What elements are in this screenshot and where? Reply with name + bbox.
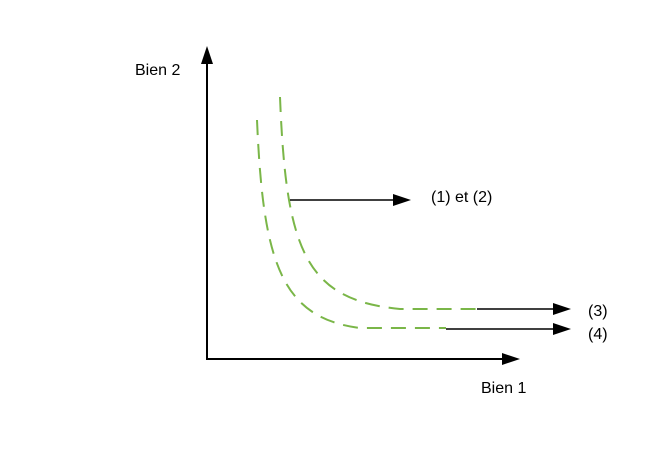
indifference-curve-lower (256, 119, 446, 329)
y-axis-label: Bien 2 (135, 62, 180, 79)
arrow-4-head (553, 323, 571, 335)
y-axis-arrowhead (201, 46, 213, 64)
x-axis-label: Bien 1 (481, 380, 526, 397)
x-axis-arrowhead (502, 353, 520, 365)
indifference-curve-upper (279, 96, 478, 310)
label-4: (4) (588, 326, 608, 343)
label-1-2: (1) et (2) (431, 189, 492, 206)
arrow-3-head (553, 303, 571, 315)
arrow-1-2-head (393, 194, 411, 206)
label-3: (3) (588, 303, 608, 320)
